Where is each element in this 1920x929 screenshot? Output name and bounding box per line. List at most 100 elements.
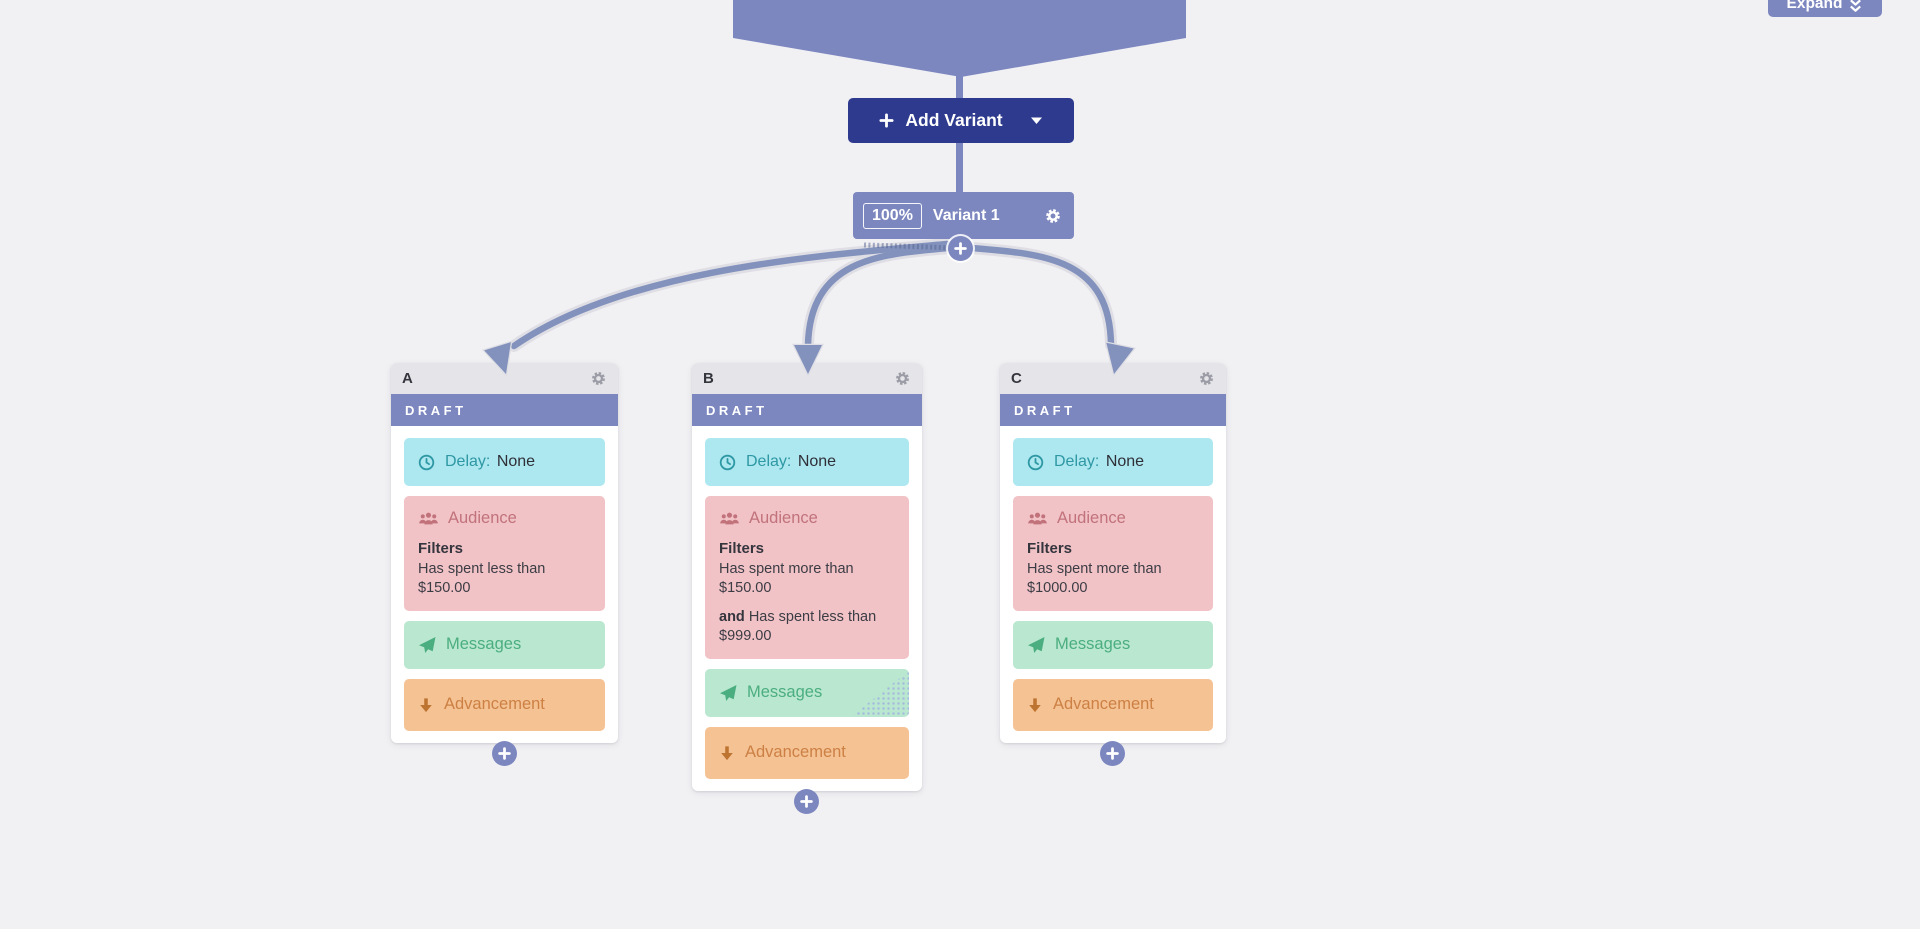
expand-button[interactable]: Expand	[1768, 0, 1882, 17]
filter-line: and Has spent less than $999.00	[719, 608, 877, 645]
messages-block[interactable]: Messages	[404, 620, 605, 669]
audience-block[interactable]: Audience Filters Has spent less than $15…	[404, 496, 605, 611]
messages-block[interactable]: Messages	[705, 668, 909, 717]
arrow-down-icon	[420, 698, 432, 712]
plus-icon	[497, 747, 511, 760]
gear-icon[interactable]	[894, 370, 911, 387]
connector-line	[956, 68, 963, 98]
advancement-block[interactable]: Advancement	[404, 678, 605, 731]
branch-status: DRAFT	[706, 402, 768, 418]
branch-card[interactable]: A DRAFT Delay: None	[391, 363, 618, 743]
branch-body: Delay: None Audience Filters Has spent m…	[692, 426, 922, 791]
messages-label: Messages	[446, 635, 522, 654]
advancement-block[interactable]: Advancement	[705, 726, 909, 779]
branch-body: Delay: None Audience Filters Has spent l…	[391, 426, 618, 743]
filter-lines: Has spent less than $150.00	[418, 560, 591, 599]
add-step-button[interactable]	[491, 740, 517, 766]
filter-line: Has spent more than $150.00	[719, 561, 854, 597]
clock-icon	[1027, 454, 1044, 470]
filter-line: Has spent less than $150.00	[418, 561, 546, 597]
delay-label: Delay:	[445, 453, 491, 470]
audience-icon	[419, 512, 438, 524]
variant-name: Variant 1	[932, 206, 1000, 224]
paper-plane-icon	[419, 636, 436, 653]
gear-icon[interactable]	[590, 370, 607, 387]
audience-block[interactable]: Audience Filters Has spent more than $15…	[705, 496, 909, 659]
branch-status: DRAFT	[1014, 402, 1076, 418]
add-step-button[interactable]	[1100, 740, 1125, 766]
branch-body: Delay: None Audience Filters Has spent m…	[1000, 426, 1226, 743]
branch-letter: C	[1011, 370, 1022, 387]
plus-icon	[800, 794, 813, 808]
variant-node[interactable]: 100% Variant 1	[853, 192, 1074, 239]
clock-icon	[719, 454, 736, 470]
delay-label: Delay:	[746, 453, 792, 470]
branch: B DRAFT Delay: None	[692, 363, 922, 814]
advancement-label: Advancement	[745, 743, 846, 762]
messages-label: Messages	[747, 683, 823, 702]
delay-block[interactable]: Delay: None	[705, 438, 909, 486]
arrow-down-icon	[721, 746, 733, 760]
advancement-block[interactable]: Advancement	[1013, 678, 1213, 731]
branch-header: A	[391, 363, 618, 394]
delay-block[interactable]: Delay: None	[1013, 438, 1213, 486]
delay-value: None	[1105, 453, 1145, 470]
delay-label: Delay:	[1054, 453, 1100, 470]
delay-block[interactable]: Delay: None	[404, 438, 605, 486]
branch-letter: A	[402, 370, 413, 387]
delay-value: None	[797, 453, 837, 470]
arrow-halo	[508, 238, 1117, 352]
filters-heading: Filters	[1027, 540, 1073, 557]
gear-icon[interactable]	[1198, 370, 1215, 387]
chevron-down-icon	[1030, 117, 1042, 124]
delay-value: None	[496, 453, 536, 470]
plus-icon	[879, 113, 894, 128]
paper-plane-icon	[720, 684, 737, 701]
audience-label: Audience	[448, 509, 517, 527]
add-step-button[interactable]	[794, 788, 819, 814]
audience-label: Audience	[1057, 509, 1126, 527]
plus-icon	[954, 242, 967, 255]
audience-title: Audience	[1027, 509, 1199, 528]
advancement-label: Advancement	[444, 695, 545, 714]
status-badge: DRAFT	[1000, 394, 1226, 426]
arrow-curves	[510, 240, 1115, 350]
arrow-down-icon	[1029, 698, 1041, 712]
plus-icon	[1106, 747, 1119, 760]
gear-icon[interactable]	[1044, 207, 1062, 225]
branch-header: B	[692, 363, 922, 394]
status-badge: DRAFT	[692, 394, 922, 426]
audience-title: Audience	[719, 509, 895, 528]
filters-heading: Filters	[418, 540, 464, 557]
branch-card[interactable]: C DRAFT Delay: None	[1000, 363, 1226, 743]
audience-icon	[720, 512, 739, 524]
clock-icon	[418, 454, 435, 470]
audience-block[interactable]: Audience Filters Has spent more than $10…	[1013, 496, 1213, 611]
audience-label: Audience	[749, 509, 818, 527]
audience-icon	[1028, 512, 1047, 524]
audience-title: Audience	[418, 509, 591, 528]
add-variant-label: Add Variant	[905, 110, 1003, 130]
dotted-drop-segment	[863, 242, 949, 251]
filter-line: Has spent more than $1000.00	[1027, 561, 1162, 597]
split-percent-badge: 100%	[863, 202, 922, 229]
corner-pattern	[851, 670, 909, 717]
double-chevron-down-icon	[1850, 0, 1862, 12]
branch-letter: B	[703, 370, 714, 387]
messages-block[interactable]: Messages	[1013, 620, 1213, 669]
messages-label: Messages	[1055, 635, 1131, 654]
add-branch-button[interactable]	[948, 236, 973, 261]
paper-plane-icon	[1028, 636, 1045, 653]
connector-line	[956, 143, 963, 193]
add-variant-button[interactable]: Add Variant	[848, 98, 1074, 143]
branch-status: DRAFT	[405, 402, 467, 418]
status-badge: DRAFT	[391, 394, 618, 426]
branch: A DRAFT Delay: None	[391, 363, 618, 766]
filter-lines: Has spent more than $150.00 and Has spent…	[719, 560, 895, 647]
filter-lines: Has spent more than $1000.00	[1027, 560, 1199, 599]
branch: C DRAFT Delay: None	[1000, 363, 1226, 766]
branch-card[interactable]: B DRAFT Delay: None	[692, 363, 922, 791]
filters-heading: Filters	[719, 540, 765, 557]
advancement-label: Advancement	[1053, 695, 1154, 714]
